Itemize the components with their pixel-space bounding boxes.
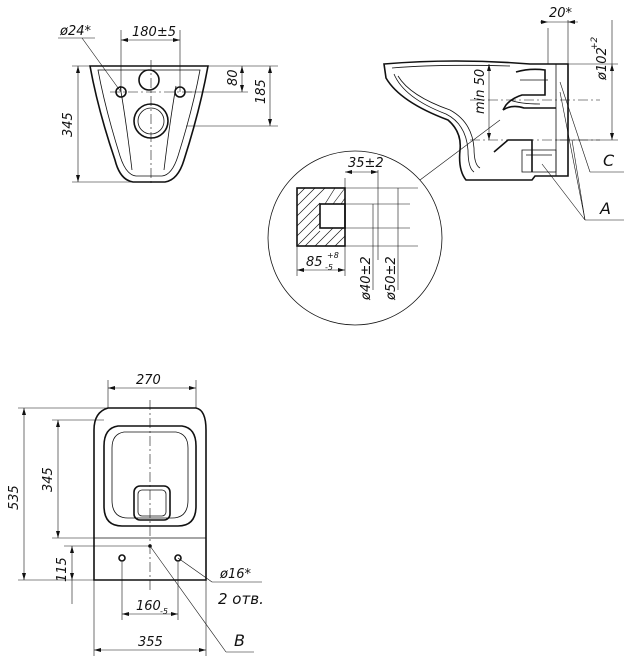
bottom-hole-right [174,554,182,562]
side-min50-label: min 50 [473,69,488,114]
inlet-circle [138,69,160,91]
side-view: min 50 20* ø102 +2 C A [383,6,624,221]
side-view-outline [383,60,569,181]
bottom-dim-355: 355 [138,635,163,650]
label-a: A [599,199,611,218]
seat-outline [103,425,197,527]
bottom-dia-16: ø16* [219,567,251,582]
detail-dim-85-tol-dn: -5 [325,263,333,272]
top-dim-185: 185 [254,79,269,104]
detail-dia-40: ø40±2 [359,256,374,301]
bottom-dim-160: 160 [136,599,161,614]
top-view-rim [97,69,201,177]
side-angle-label: 20* [549,6,573,21]
detail-dim-85: 85 [306,255,323,270]
bottom-holes-count: 2 отв. [218,590,264,608]
bottom-dim-270: 270 [136,373,161,388]
top-dim-spacing: 180±5 [132,25,176,40]
label-c: C [603,151,615,170]
top-dim-345: 345 [61,112,76,137]
detail-view: 35±2 85 +8 -5 ø40±2 ø50±2 [267,119,501,326]
bottom-view: 270 535 345 115 ø16* 2 отв. 160 -5 [7,373,264,656]
detail-dim-35: 35±2 [348,156,384,171]
side-dia102-label: ø102 [595,47,610,81]
bottom-dim-160-tol: -5 [160,607,168,616]
seat-hinge [133,485,171,521]
detail-dia-50: ø50±2 [384,256,399,301]
bottom-dim-535: 535 [7,485,22,510]
detail-hatching [296,187,346,247]
label-b: B [234,631,245,650]
detail-circle [267,150,443,326]
top-view: ø24* 180±5 80 185 345 [58,24,278,186]
side-dia102-tol: +2 [590,36,600,50]
top-view-outline [89,65,209,183]
top-dia-hole-label: ø24* [59,24,91,39]
bottom-dim-345: 345 [41,467,56,492]
top-dim-80: 80 [226,69,241,86]
bottom-dim-115: 115 [55,557,70,582]
bottom-hole-left [118,554,126,562]
detail-dim-85-tol-up: +8 [327,251,339,260]
